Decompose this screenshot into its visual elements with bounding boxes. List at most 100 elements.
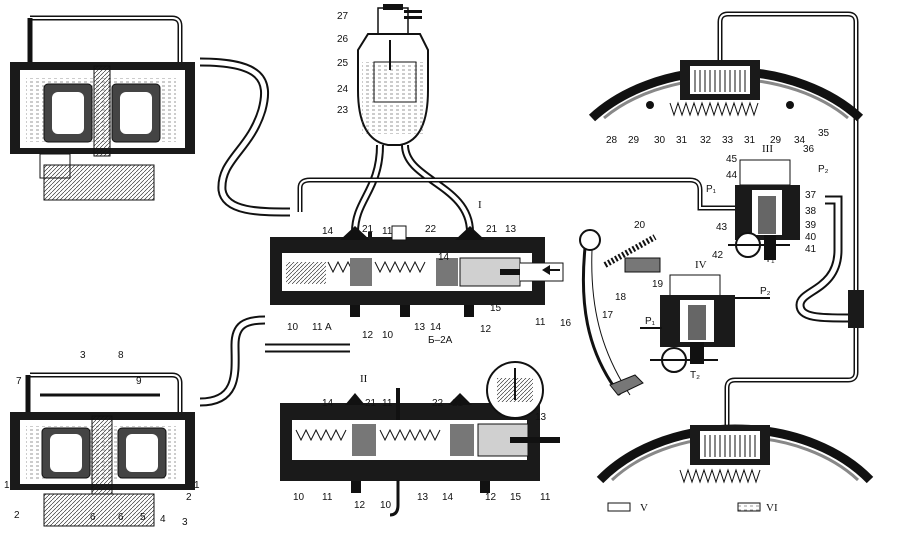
callout-13d: 13 <box>417 492 429 503</box>
front-caliper-top <box>10 15 195 201</box>
legend-swatch-vi <box>737 502 761 512</box>
callout-28: 28 <box>606 135 618 146</box>
callout-38: 38 <box>805 206 817 217</box>
p1-label-IV: P₁ <box>645 316 656 327</box>
t1-label: T₁ <box>765 254 775 265</box>
legend-label-vi: VI <box>766 502 778 514</box>
callout-33: 33 <box>722 135 734 146</box>
callout-26: 26 <box>337 34 349 45</box>
master-cylinder-I <box>270 225 564 317</box>
front-caliper-bottom <box>10 372 195 527</box>
fluid-reservoir <box>357 4 429 146</box>
callout-13c: 13 <box>535 412 547 423</box>
callout-43: 43 <box>716 222 728 233</box>
t2-label: T₂ <box>690 370 700 381</box>
legend-label-v: V <box>640 502 648 514</box>
section-label-II: II <box>360 373 368 385</box>
callout-10d: 10 <box>380 500 392 511</box>
callout-37: 37 <box>805 190 817 201</box>
callout-3b: 3 <box>182 517 188 528</box>
callout-30: 30 <box>654 135 666 146</box>
callout-10b: 10 <box>382 330 394 341</box>
callout-36: 36 <box>803 144 815 155</box>
callout-22a: 22 <box>425 224 437 235</box>
callout-34: 34 <box>794 135 806 146</box>
callout-11a: 11 <box>382 226 393 237</box>
callout-13b: 13 <box>414 322 426 333</box>
callout-40: 40 <box>805 232 817 243</box>
labels: I II III IV V VI A Б–2А P₁ P₂ T₁ P₁ P₂ T… <box>4 11 830 528</box>
callout-29a: 29 <box>628 135 640 146</box>
legend-swatch-v <box>607 502 631 512</box>
callout-29b: 29 <box>770 135 782 146</box>
callout-14c: 14 <box>430 322 442 333</box>
callout-2b: 2 <box>186 492 192 503</box>
callout-31a: 31 <box>676 135 688 146</box>
callout-24: 24 <box>337 84 349 95</box>
callout-21d: 21 <box>452 398 464 409</box>
callout-14d: 14 <box>322 398 334 409</box>
callout-11d: 11 <box>382 398 393 409</box>
callout-13a: 13 <box>505 224 517 235</box>
callout-15b: 15 <box>510 492 522 503</box>
section-label-I: I <box>478 199 482 211</box>
callout-42: 42 <box>712 250 724 261</box>
pressure-regulator-IV <box>640 274 770 373</box>
callout-12a: 12 <box>362 330 374 341</box>
callout-8: 8 <box>118 350 124 361</box>
callout-31b: 31 <box>744 135 756 146</box>
callout-45: 45 <box>726 154 738 165</box>
callout-15a: 15 <box>490 303 502 314</box>
section-mark-a: A <box>325 322 332 333</box>
p2-label-III: P₂ <box>818 164 829 175</box>
callout-25: 25 <box>337 58 349 69</box>
callout-11c: 11 <box>535 317 546 328</box>
callout-11b: 11 <box>312 322 323 333</box>
callout-16: 16 <box>560 318 572 329</box>
tee-fitting <box>848 290 864 328</box>
callout-22b: 22 <box>432 398 444 409</box>
master-cylinder-II <box>280 361 560 517</box>
reservoir-hoses <box>351 144 474 233</box>
callout-6a: 6 <box>90 512 96 523</box>
callout-4: 4 <box>160 514 166 525</box>
callout-27: 27 <box>337 11 349 22</box>
callout-10a: 10 <box>287 322 299 333</box>
callout-1b: 1 <box>194 480 200 491</box>
callout-1a: 1 <box>4 480 10 491</box>
callout-21a: 21 <box>362 224 374 235</box>
callout-14b: 14 <box>438 252 450 263</box>
callout-6b: 6 <box>118 512 124 523</box>
p2-label-IV: P₂ <box>760 286 771 297</box>
callout-12b: 12 <box>480 324 492 335</box>
callout-21c: 21 <box>365 398 377 409</box>
pressure-regulator-III <box>728 159 800 260</box>
callout-39: 39 <box>805 220 817 231</box>
section-mark-b: Б–2А <box>428 335 453 346</box>
rear-drum-bottom <box>596 424 874 484</box>
callout-14e: 14 <box>442 492 454 503</box>
callout-2a: 2 <box>14 510 20 521</box>
callout-10c: 10 <box>293 492 305 503</box>
brake-pedal <box>579 229 661 396</box>
callout-41: 41 <box>805 244 817 255</box>
callout-23: 23 <box>337 105 349 116</box>
rear-drum-top <box>588 60 864 122</box>
callout-3a: 3 <box>80 350 86 361</box>
callout-11f: 11 <box>540 492 551 503</box>
callout-32: 32 <box>700 135 712 146</box>
callout-12d: 12 <box>485 492 497 503</box>
callout-18: 18 <box>615 292 627 303</box>
callout-21b: 21 <box>486 224 498 235</box>
callout-44: 44 <box>726 170 738 181</box>
callout-19: 19 <box>652 279 664 290</box>
callout-20: 20 <box>634 220 646 231</box>
p1-label-III: P₁ <box>706 184 717 195</box>
callout-7: 7 <box>16 376 22 387</box>
callout-11e: 11 <box>322 492 333 503</box>
section-label-IV: IV <box>695 259 707 271</box>
callout-35: 35 <box>818 128 830 139</box>
callout-9: 9 <box>136 376 142 387</box>
